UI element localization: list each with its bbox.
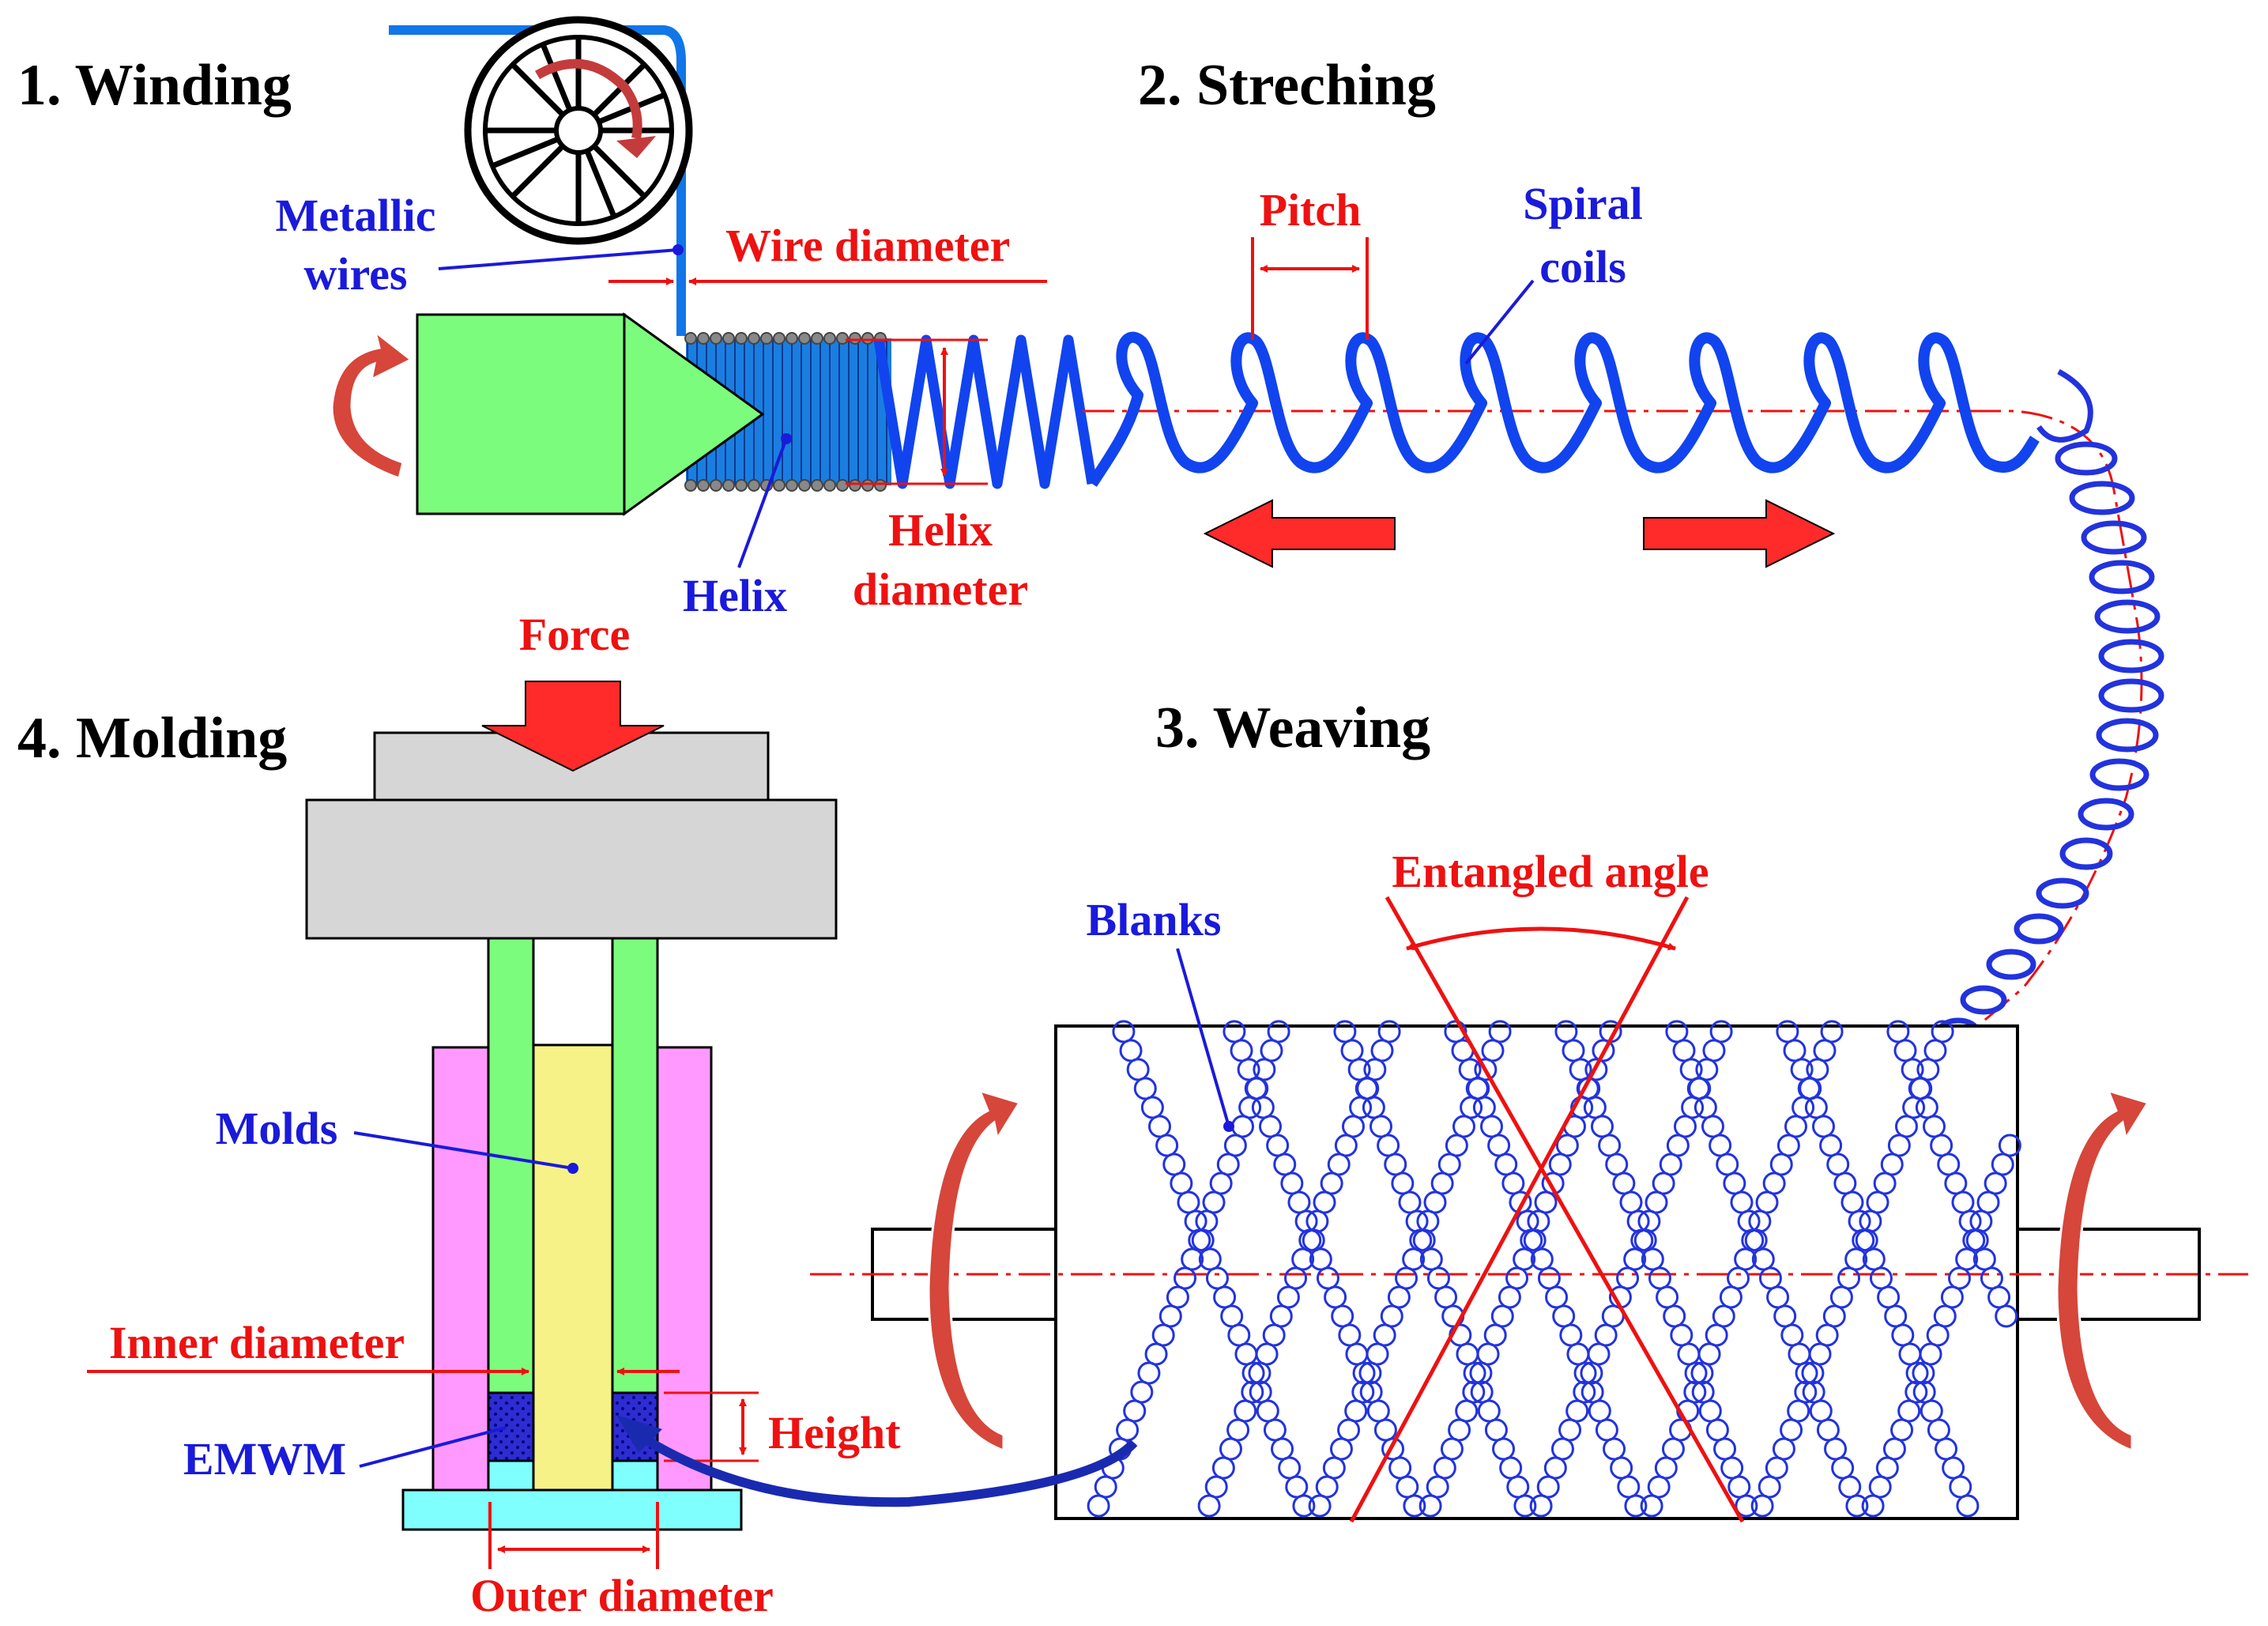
transfer-arrow	[629, 1427, 1138, 1507]
press-platen	[305, 798, 838, 940]
hanging-coil	[1936, 368, 2164, 1046]
transfer-arrow-head	[616, 1415, 662, 1453]
title-stretching: 2. Streching	[1138, 53, 1436, 118]
leader-spiral-coils	[1464, 279, 1535, 365]
rotation-arrow-icon	[330, 329, 413, 480]
dim-entangled-angle	[1406, 926, 1676, 951]
label-metallic-wires-2: wires	[303, 248, 407, 300]
force-arrow	[481, 681, 665, 772]
label-pitch: Pitch	[1260, 184, 1362, 236]
helix-transition	[873, 334, 1098, 489]
weaving-stage: Entangled angle Blanks	[810, 846, 2248, 1523]
blank-coil	[1308, 1020, 1512, 1518]
blank-coil	[1861, 1134, 2021, 1518]
wire-bead-rows	[684, 332, 887, 492]
punch-right	[611, 937, 659, 1394]
label-molds: Molds	[216, 1103, 338, 1154]
stretch-arrow-left	[1203, 499, 1396, 568]
drum-rotation-arrow-right	[2055, 1088, 2150, 1453]
label-blanks: Blanks	[1087, 894, 1222, 945]
label-spiral-1: Spiral	[1523, 178, 1643, 229]
label-inner-diameter: Inner diameter	[109, 1317, 405, 1368]
emwm-left	[487, 1391, 535, 1462]
entangle-line-1	[1385, 896, 1745, 1523]
winding-stage: Metallic wires Wire diameter Helix Helix…	[276, 16, 1098, 621]
label-force: Force	[519, 609, 631, 660]
spool-wheel-icon	[464, 16, 693, 245]
leader-dot-blanks	[1223, 1121, 1234, 1132]
label-helix-diameter-1: Helix	[888, 504, 993, 556]
weaving-drum	[1054, 1024, 2019, 1520]
blank-coils	[1087, 1020, 2021, 1518]
label-helix-diameter-2: diameter	[853, 564, 1028, 615]
leader-blanks	[1176, 948, 1230, 1127]
title-weaving: 3. Weaving	[1155, 696, 1430, 760]
stretching-stage: Pitch Spiral coils	[1083, 178, 2164, 1049]
blank-coil	[1750, 1020, 1954, 1518]
label-metallic-wires-1: Metallic	[276, 190, 436, 241]
drum-rotation-arrow-left	[927, 1088, 1022, 1453]
leader-dot-helix	[781, 433, 792, 444]
blank-coil	[1418, 1020, 1622, 1518]
entangle-line-2	[1349, 896, 1690, 1523]
title-winding: 1. Winding	[17, 53, 292, 118]
label-height: Height	[768, 1407, 901, 1458]
label-emwm: EMWM	[183, 1433, 346, 1485]
title-molding: 4. Molding	[17, 706, 287, 771]
label-outer-diameter: Outer diameter	[470, 1570, 774, 1621]
metallic-wire	[389, 25, 686, 336]
label-entangled-angle: Entangled angle	[1392, 846, 1709, 897]
mold-core	[532, 1043, 614, 1492]
label-spiral-2: coils	[1539, 241, 1626, 292]
label-wire-diameter: Wire diameter	[725, 220, 1010, 271]
winding-cone	[623, 312, 765, 516]
stretch-arrow-right	[1643, 499, 1836, 568]
leader-dot-metallic	[672, 244, 684, 255]
leader-dot-molds	[567, 1163, 578, 1174]
blank-coil	[1529, 1020, 1733, 1518]
leader-metallic-wires	[438, 248, 679, 270]
winding-mandrel-body	[416, 313, 626, 515]
molding-stage: Force Molds Inner diameter Height EMWM O…	[87, 609, 1138, 1621]
blank-coil	[1886, 1020, 2018, 1328]
leader-molds	[353, 1131, 574, 1170]
blank-coil	[1197, 1020, 1401, 1518]
spiral-coil	[1087, 331, 2040, 487]
punch-left	[487, 937, 535, 1394]
mold-base	[401, 1488, 743, 1531]
leader-helix	[737, 438, 788, 568]
label-helix: Helix	[683, 570, 787, 621]
blank-coil	[1640, 1020, 1844, 1518]
blank-coil	[1087, 1020, 1290, 1518]
leader-emwm	[359, 1426, 507, 1468]
